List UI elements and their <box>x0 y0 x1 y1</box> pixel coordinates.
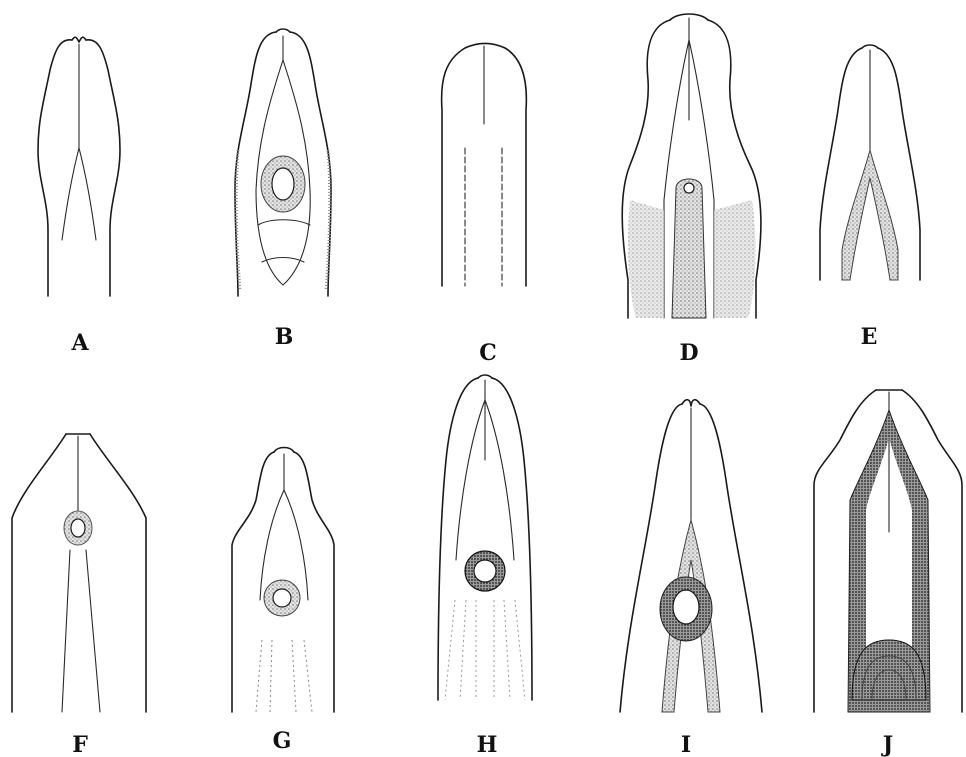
panel-label-e: E <box>861 324 878 350</box>
panel-d-drawing <box>622 14 761 318</box>
panel-e-drawing <box>820 45 920 280</box>
panel-label-b: B <box>275 324 294 350</box>
panel-label-c: C <box>479 340 497 366</box>
panel-label-i: I <box>681 732 691 757</box>
panel-f-drawing <box>12 434 146 712</box>
panel-j-drawing <box>814 390 962 712</box>
panel-label-a: A <box>70 330 89 356</box>
panel-h-drawing <box>438 375 532 700</box>
panel-a-drawing <box>38 37 120 296</box>
panel-label-f: F <box>72 732 88 757</box>
panel-label-h: H <box>477 732 498 757</box>
panel-g-drawing <box>232 448 334 713</box>
panel-label-g: G <box>273 728 292 754</box>
panel-i-drawing <box>620 400 762 712</box>
panel-label-j: J <box>881 732 893 757</box>
panel-c-drawing <box>442 44 527 287</box>
panel-b-drawing <box>235 29 331 296</box>
panel-label-d: D <box>679 340 698 366</box>
